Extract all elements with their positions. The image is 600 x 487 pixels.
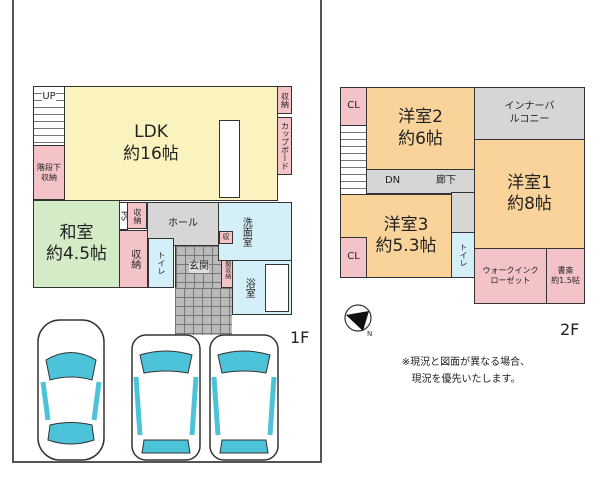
ldk-name: LDK <box>134 122 168 143</box>
storage-mid: 収納 <box>127 202 147 229</box>
entrance: 玄関 <box>175 245 223 289</box>
parking-area <box>37 319 279 461</box>
site-boundary-left <box>12 0 14 462</box>
entrance-porch <box>175 288 232 335</box>
closet-bottom: CL <box>340 237 367 278</box>
bathtub <box>265 264 289 312</box>
stairs-1f: UP <box>33 86 65 146</box>
room-ldk: LDK 約16帖 <box>64 86 278 201</box>
washitsu-name: 和室 <box>59 222 94 243</box>
washitsu-size: 約4.5帖 <box>45 244 108 264</box>
car-icon <box>131 334 201 461</box>
dn-label: DN <box>384 175 401 187</box>
storage-ldk: 収納 <box>277 86 292 114</box>
storage-low: 収納 <box>119 230 148 288</box>
room-washitsu: 和室 約4.5帖 <box>33 200 120 288</box>
car-icon <box>37 319 105 461</box>
up-label: UP <box>42 91 56 104</box>
toilet-1f: トイレ <box>148 238 174 288</box>
under-stairs-storage: 階段下収納 <box>33 145 65 200</box>
disclaimer-note: ※現況と図面が異なる場合、 現況を優先いたします。 <box>401 357 531 385</box>
corridor-extension <box>451 192 475 234</box>
room-western-2: 洋室2 約6帖 <box>366 87 475 170</box>
compass-icon: N <box>344 304 372 337</box>
study: 書斎 約1.5帖 <box>546 248 585 304</box>
storage-small: 収 <box>219 231 233 244</box>
site-boundary-bottom <box>12 461 322 463</box>
toilet-2f: トイレ <box>451 232 475 278</box>
corridor-label: 廊下 <box>436 175 457 187</box>
closet-top: CL <box>340 87 367 126</box>
room-western-1: 洋室1 約8帖 <box>474 139 585 249</box>
inner-balcony: インナーバルコニー <box>474 87 585 140</box>
site-boundary-right <box>320 0 322 462</box>
floor-1-label: 1F <box>290 328 310 347</box>
ldk-size: 約16帖 <box>123 143 179 164</box>
walk-in-closet: ウォークインクローゼット <box>474 248 547 304</box>
svg-text:N: N <box>367 330 372 337</box>
cupboard: カップボード <box>277 117 292 175</box>
floor-2-label: 2F <box>560 320 580 339</box>
kitchen-counter <box>219 120 240 198</box>
corridor: DN 廊下 <box>366 169 475 194</box>
stairs-2f <box>340 125 367 195</box>
car-icon <box>209 334 279 461</box>
